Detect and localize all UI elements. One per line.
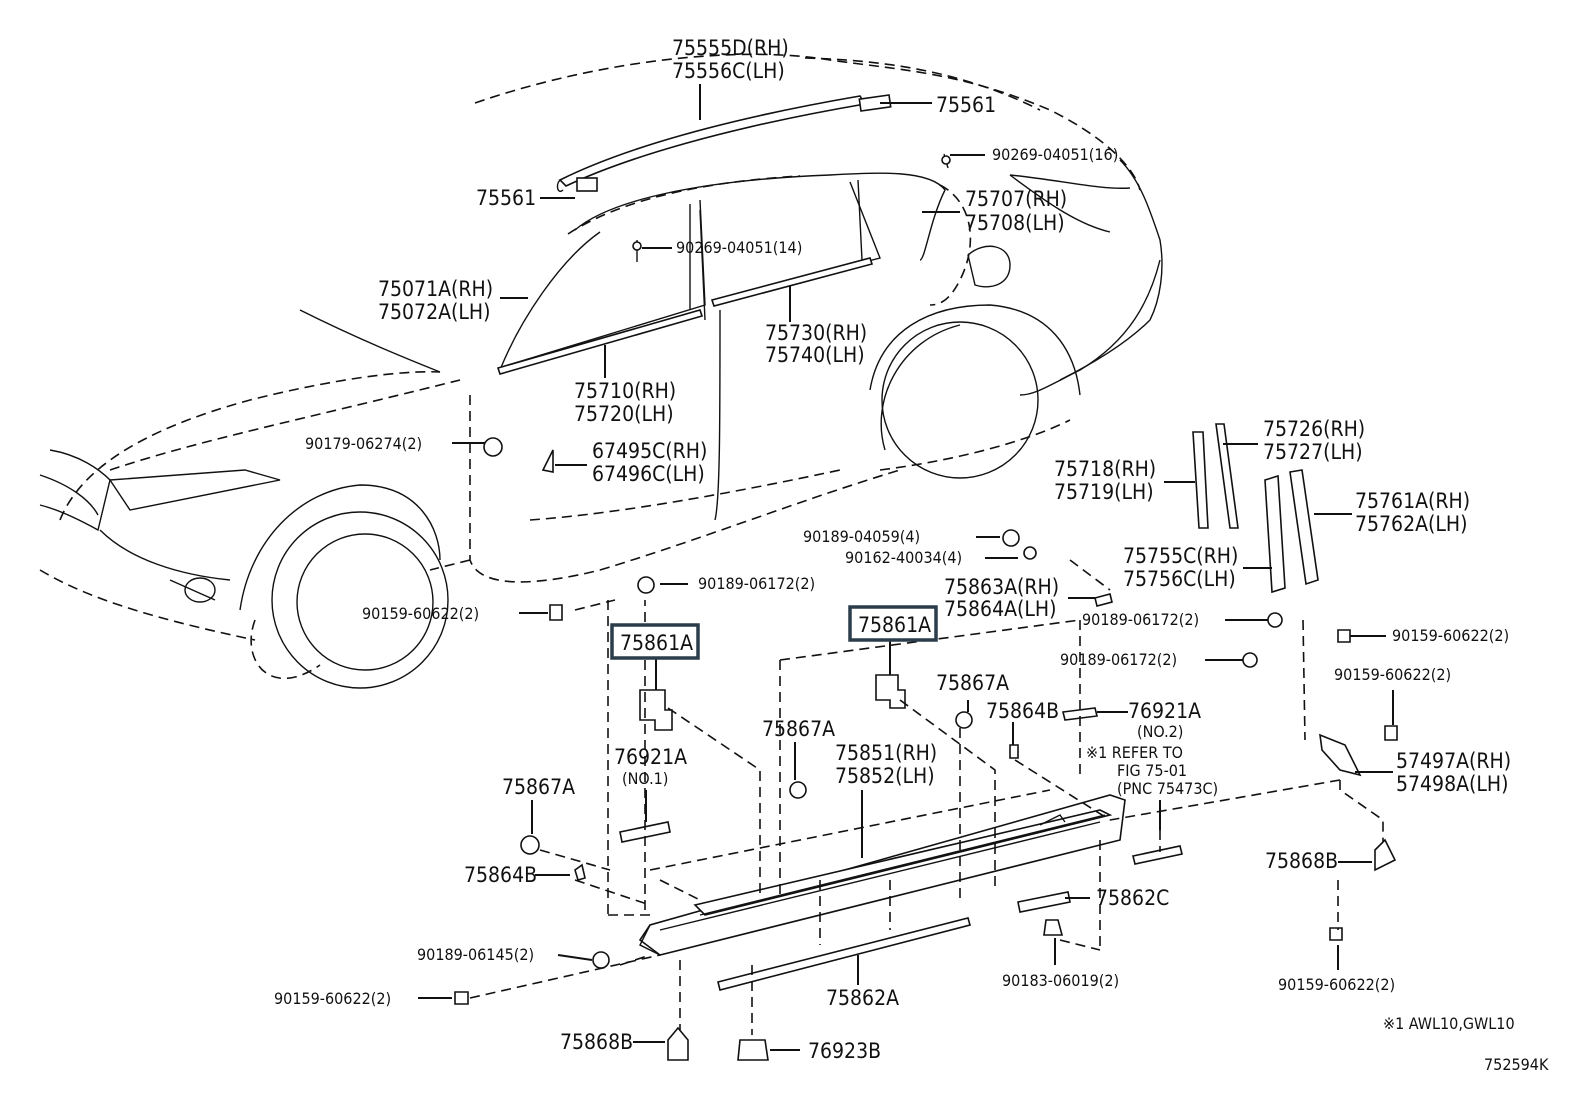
label-76921A-no2: 76921A bbox=[1128, 699, 1201, 723]
label-75861A-left: 75861A bbox=[620, 631, 693, 655]
label-75867A-c: 75867A bbox=[502, 775, 575, 799]
label-75762A: 75762A(LH) bbox=[1355, 512, 1468, 536]
label-90189-06172-b: 90189-06172(2) bbox=[1082, 610, 1199, 629]
label-note1: ※1 REFER TO bbox=[1086, 743, 1183, 762]
fasteners bbox=[454, 529, 1398, 1061]
label-90162: 90162-40034(4) bbox=[845, 548, 962, 567]
label-75708: 75708(LH) bbox=[965, 211, 1065, 235]
label-90269-16: 90269-04051(16) bbox=[992, 145, 1118, 164]
label-75864B-a: 75864B bbox=[986, 699, 1059, 723]
label-75727: 75727(LH) bbox=[1263, 440, 1363, 464]
label-75726: 75726(RH) bbox=[1263, 417, 1365, 441]
label-90159-a: 90159-60622(2) bbox=[362, 604, 479, 623]
label-75851: 75851(RH) bbox=[835, 741, 937, 765]
label-75556C: 75556C(LH) bbox=[672, 59, 785, 83]
label-75561-left: 75561 bbox=[476, 186, 536, 210]
strips bbox=[619, 707, 1183, 991]
label-90159-e: 90159-60622(2) bbox=[1278, 975, 1395, 994]
label-75730: 75730(RH) bbox=[765, 321, 867, 345]
label-75867A-b: 75867A bbox=[762, 717, 835, 741]
label-75710: 75710(RH) bbox=[574, 379, 676, 403]
label-90189-06172-a: 90189-06172(2) bbox=[698, 574, 815, 593]
label-67495C: 67495C(RH) bbox=[592, 439, 707, 463]
label-75761A: 75761A(RH) bbox=[1355, 489, 1470, 513]
figure-code: 752594K bbox=[1484, 1055, 1549, 1074]
car-clips bbox=[483, 153, 951, 473]
label-note2: FIG 75-01 bbox=[1117, 761, 1187, 780]
label-75868B-bottom: 75868B bbox=[560, 1030, 633, 1054]
label-67496C: 67496C(LH) bbox=[592, 462, 705, 486]
label-90189-06172-c: 90189-06172(2) bbox=[1060, 650, 1177, 669]
label-90179: 90179-06274(2) bbox=[305, 434, 422, 453]
belt-mouldings bbox=[496, 179, 874, 375]
leader-lines bbox=[418, 84, 1394, 1051]
label-90189-04059: 90189-04059(4) bbox=[803, 527, 920, 546]
part-labels: 75555D(RH) 75556C(LH) 75561 90269-04051(… bbox=[274, 36, 1549, 1074]
label-75720: 75720(LH) bbox=[574, 402, 674, 426]
car-body-outline bbox=[39, 53, 1163, 689]
label-75867A-a: 75867A bbox=[936, 671, 1009, 695]
label-75756C: 75756C(LH) bbox=[1123, 567, 1236, 591]
label-76923B: 76923B bbox=[808, 1039, 881, 1063]
label-75862C: 75862C bbox=[1096, 886, 1169, 910]
label-75555D: 75555D(RH) bbox=[672, 36, 789, 60]
highlight-box-right bbox=[848, 605, 938, 642]
label-75863A: 75863A(RH) bbox=[944, 575, 1059, 599]
label-75719: 75719(LH) bbox=[1054, 480, 1154, 504]
label-75072A: 75072A(LH) bbox=[378, 300, 491, 324]
roof-moulding bbox=[556, 94, 892, 192]
label-75718: 75718(RH) bbox=[1054, 457, 1156, 481]
label-75755C: 75755C(RH) bbox=[1123, 544, 1238, 568]
label-75707: 75707(RH) bbox=[965, 187, 1067, 211]
label-75740: 75740(LH) bbox=[765, 343, 865, 367]
label-75864B-b: 75864B bbox=[464, 863, 537, 887]
footnote: ※1 AWL10,GWL10 bbox=[1383, 1014, 1515, 1033]
label-90183: 90183-06019(2) bbox=[1002, 971, 1119, 990]
label-75864A: 75864A(LH) bbox=[944, 597, 1057, 621]
label-90269-14: 90269-04051(14) bbox=[676, 238, 802, 257]
label-75071A: 75071A(RH) bbox=[378, 277, 493, 301]
label-75852: 75852(LH) bbox=[835, 764, 935, 788]
label-note3: (PNC 75473C) bbox=[1117, 779, 1218, 798]
pillar-garnishes bbox=[1192, 423, 1319, 594]
highlight-box-left bbox=[610, 623, 700, 660]
label-no1: (NO.1) bbox=[622, 769, 668, 788]
label-75862A: 75862A bbox=[826, 986, 899, 1010]
label-90159-b: 90159-60622(2) bbox=[1392, 626, 1509, 645]
label-75861A-right: 75861A bbox=[858, 613, 931, 637]
label-no2: (NO.2) bbox=[1137, 722, 1183, 741]
label-76921A-no1: 76921A bbox=[614, 745, 687, 769]
blocks-75861A bbox=[639, 674, 906, 731]
label-57497A: 57497A(RH) bbox=[1396, 749, 1511, 773]
label-90189-06145: 90189-06145(2) bbox=[417, 945, 534, 964]
label-75868B-right: 75868B bbox=[1265, 849, 1338, 873]
label-90159-c: 90159-60622(2) bbox=[1334, 665, 1451, 684]
label-90159-d: 90159-60622(2) bbox=[274, 989, 391, 1008]
label-57498A: 57498A(LH) bbox=[1396, 772, 1509, 796]
label-75561-top: 75561 bbox=[936, 93, 996, 117]
